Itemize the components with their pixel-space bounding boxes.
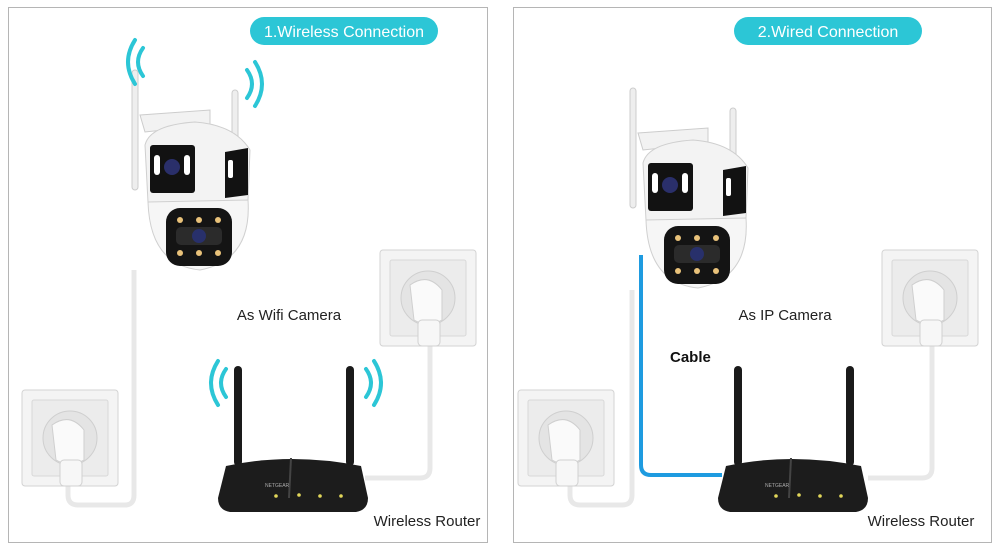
wall-outlet-image (881, 249, 979, 347)
power-cable-router (365, 345, 433, 481)
wired-connection-panel: 2.Wired Connection NETGEAR Cable As IP C… (513, 7, 992, 543)
badge-wireless-text: 1.Wireless Connection (264, 24, 424, 41)
cable-label: Cable (670, 349, 711, 366)
power-cable-router (868, 345, 935, 481)
router-label: Wireless Router (374, 513, 481, 530)
badge-wired (734, 17, 922, 45)
badge-wireless (250, 17, 438, 45)
router-brand: NETGEAR (265, 483, 290, 489)
badge-wired-text: 2.Wired Connection (758, 24, 899, 41)
power-cable (65, 270, 137, 508)
camera-label: As Wifi Camera (237, 307, 342, 324)
router-label: Wireless Router (868, 513, 975, 530)
wall-outlet-image (21, 389, 119, 487)
power-cable (567, 290, 635, 508)
router-brand: NETGEAR (765, 483, 790, 489)
wall-outlet-image (517, 389, 615, 487)
camera-label: As IP Camera (738, 307, 832, 324)
wall-outlet-image (379, 249, 477, 347)
ethernet-cable (639, 255, 722, 477)
wireless-connection-panel: 1.Wireless Connection NETGEAR As Wifi Ca… (8, 7, 488, 543)
